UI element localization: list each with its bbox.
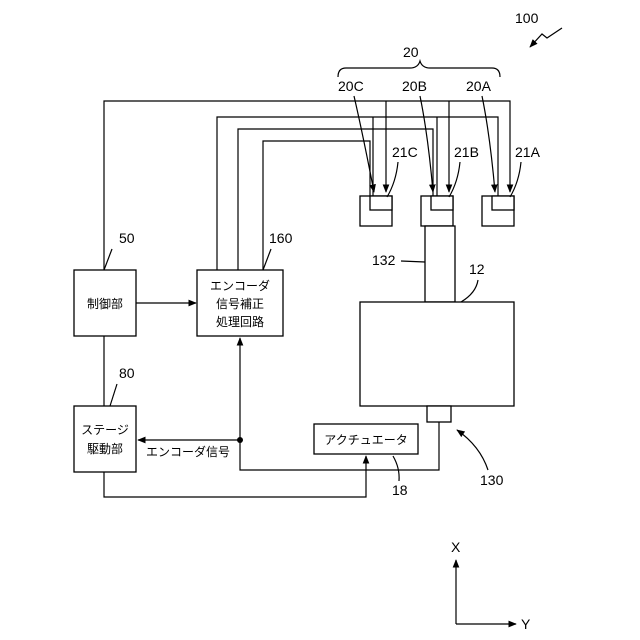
encoder-unit [427, 406, 451, 422]
ref-100-arrow [530, 28, 562, 47]
stage-driver-block [74, 406, 136, 472]
leader-21b [449, 162, 460, 197]
ref-160: 160 [269, 230, 293, 246]
leader-160 [263, 249, 271, 270]
signal-line-20a [217, 117, 498, 270]
leader-20c [354, 96, 374, 192]
sensor-head-20b [421, 196, 453, 226]
ref-12: 12 [469, 261, 485, 277]
encoder-circuit-line3: 処理回路 [216, 314, 264, 329]
stage-driver-line2: 駆動部 [87, 441, 123, 456]
encoder-signal-label: エンコーダ信号 [146, 444, 230, 459]
sensor-group-brace [338, 61, 500, 77]
actuator-label: アクチュエータ [324, 433, 407, 447]
leader-21a [510, 162, 521, 197]
leader-50 [104, 249, 112, 270]
encoder-circuit-line1: エンコーダ [210, 278, 270, 293]
ref-21a: 21A [515, 144, 541, 160]
encoder-circuit-line2: 信号補正 [216, 297, 264, 311]
ref-20c: 20C [338, 78, 364, 94]
sensor-head-20a [482, 196, 514, 226]
ref-18: 18 [392, 482, 408, 498]
sensor-head-20c [360, 196, 392, 226]
leader-18 [393, 456, 399, 481]
stage-driver-line1: ステージ [81, 423, 129, 437]
y-axis-label: Y [521, 616, 531, 632]
x-axis-label: X [451, 539, 461, 555]
ref-21b: 21B [454, 144, 479, 160]
ref-20: 20 [403, 44, 419, 60]
leader-130 [457, 430, 488, 470]
ref-21c: 21C [392, 144, 418, 160]
ref-50: 50 [119, 230, 135, 246]
controller-label: 制御部 [87, 296, 123, 311]
signal-line-20c [263, 141, 370, 270]
ref-20b: 20B [402, 78, 427, 94]
ref-132: 132 [372, 252, 396, 268]
driver-to-actuator-line [104, 456, 366, 497]
scale-bar [425, 226, 455, 302]
leader-132 [401, 261, 425, 262]
leader-21c [387, 162, 398, 197]
ref-80: 80 [119, 365, 135, 381]
leader-20a [482, 96, 495, 192]
stage [360, 302, 514, 406]
leader-20b [420, 96, 433, 192]
ref-100: 100 [515, 10, 539, 26]
ref-130: 130 [480, 472, 504, 488]
leader-12 [461, 280, 478, 302]
ref-20a: 20A [466, 78, 492, 94]
leader-80 [110, 384, 117, 406]
